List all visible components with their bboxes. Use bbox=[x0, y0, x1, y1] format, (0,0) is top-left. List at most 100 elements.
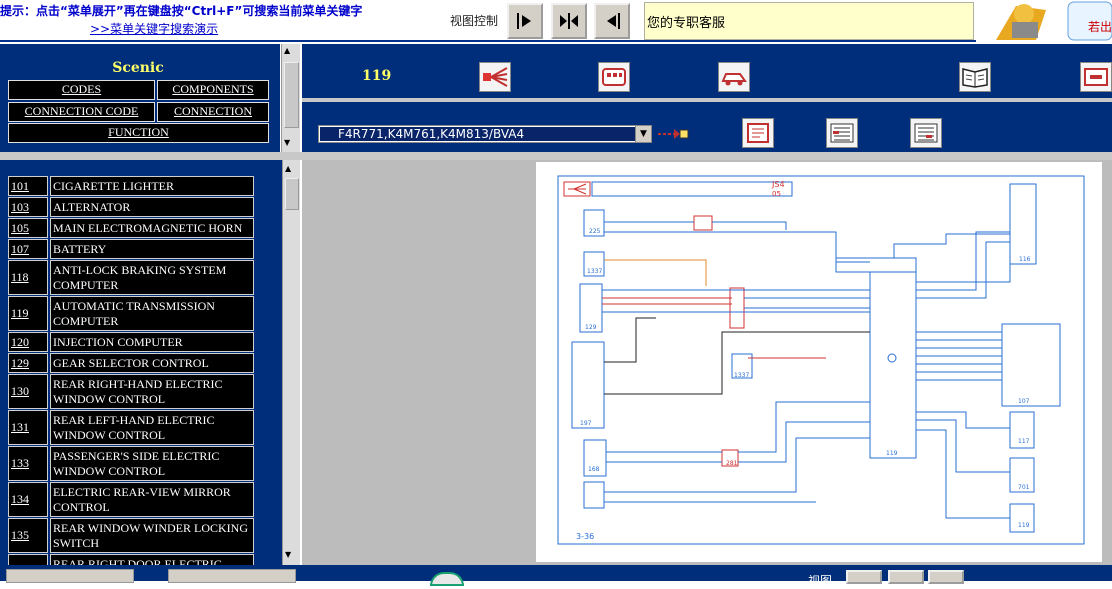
components-button[interactable]: COMPONENTS bbox=[157, 80, 269, 100]
component-label[interactable]: 1337 bbox=[734, 372, 750, 379]
component-name[interactable]: CIGARETTE LIGHTER bbox=[50, 176, 254, 196]
split-arrows-icon bbox=[560, 13, 578, 29]
component-code[interactable]: 119 bbox=[8, 296, 48, 331]
arrow-left-icon bbox=[607, 13, 620, 29]
component-code[interactable]: 120 bbox=[8, 332, 48, 352]
component-label[interactable]: 225 bbox=[589, 228, 601, 235]
component-code[interactable]: 135 bbox=[8, 518, 48, 553]
scroll-up-icon: ▲ bbox=[285, 164, 292, 173]
fuse-button[interactable] bbox=[1080, 62, 1112, 92]
view-split-button[interactable] bbox=[551, 3, 587, 39]
component-code[interactable]: 101 bbox=[8, 176, 48, 196]
print-diagram-button[interactable] bbox=[742, 118, 774, 148]
component-name[interactable]: REAR LEFT-HAND ELECTRIC WINDOW CONTROL bbox=[50, 410, 254, 445]
book-icon bbox=[962, 68, 988, 88]
diagram-sheet-icon bbox=[747, 123, 769, 143]
view-expand-right-button[interactable] bbox=[507, 3, 543, 39]
wiring-diagram-button[interactable] bbox=[479, 62, 511, 92]
connector-icon bbox=[602, 68, 626, 86]
component-label[interactable]: 1337 bbox=[587, 268, 603, 275]
component-label[interactable]: 119 bbox=[1018, 522, 1030, 529]
component-label[interactable]: 197 bbox=[580, 420, 592, 427]
component-code[interactable]: 134 bbox=[8, 482, 48, 517]
component-name[interactable]: INJECTION COMPUTER bbox=[50, 332, 254, 352]
connection-code-button[interactable]: CONNECTION CODE bbox=[8, 102, 155, 122]
component-number: 119 bbox=[362, 68, 392, 84]
component-code[interactable]: 130 bbox=[8, 374, 48, 409]
component-label[interactable]: 129 bbox=[585, 324, 597, 331]
search-hint-text: 提示：点击“菜单展开”再在键盘按“Ctrl+F”可搜索当前菜单关键字 bbox=[0, 4, 363, 18]
vehicle-location-button[interactable] bbox=[718, 62, 750, 92]
component-name[interactable]: AUTOMATIC TRANSMISSION COMPUTER bbox=[50, 296, 254, 331]
component-code[interactable]: 129 bbox=[8, 353, 48, 373]
component-name[interactable]: ANTI-LOCK BRAKING SYSTEM COMPUTER bbox=[50, 260, 254, 295]
manual-book-button[interactable] bbox=[959, 62, 991, 92]
chevron-down-icon[interactable]: ▼ bbox=[635, 126, 651, 142]
model-panel-scrollbar[interactable]: ▲ ▼ bbox=[281, 44, 300, 152]
car-icon bbox=[721, 73, 747, 86]
component-code[interactable]: 105 bbox=[8, 218, 48, 238]
scroll-down-icon: ▼ bbox=[284, 138, 291, 147]
connection-button[interactable]: CONNECTION bbox=[157, 102, 269, 122]
codes-button[interactable]: CODES bbox=[8, 80, 155, 100]
component-name[interactable]: REAR WINDOW WINDER LOCKING SWITCH bbox=[50, 518, 254, 553]
panel-divider[interactable] bbox=[0, 152, 302, 160]
component-name[interactable]: PASSENGER'S SIDE ELECTRIC WINDOW CONTROL bbox=[50, 446, 254, 481]
mascot-logo-icon bbox=[976, 0, 1112, 42]
table-sheet-icon bbox=[914, 123, 938, 143]
component-name[interactable]: BATTERY bbox=[50, 239, 254, 259]
connector-view-button[interactable] bbox=[598, 62, 630, 92]
component-name[interactable]: GEAR SELECTOR CONTROL bbox=[50, 353, 254, 373]
component-label[interactable]: 168 bbox=[588, 466, 600, 473]
component-list-scrollbar[interactable]: ▲ ▼ bbox=[282, 160, 300, 565]
component-name[interactable]: REAR RIGHT-HAND ELECTRIC WINDOW CONTROL bbox=[50, 374, 254, 409]
component-label[interactable]: 116 bbox=[1019, 256, 1031, 263]
component-code[interactable]: 131 bbox=[8, 410, 48, 445]
model-title: Scenic bbox=[112, 60, 164, 76]
component-name[interactable]: MAIN ELECTROMAGNETIC HORN bbox=[50, 218, 254, 238]
wiring-diagram-svg bbox=[557, 175, 1085, 545]
customer-service-box[interactable]: 您的专职客服 bbox=[644, 2, 974, 40]
mascot-logo: 若出 bbox=[976, 0, 1112, 42]
wiring-diagram[interactable]: JS4 05 3-36 225 1337 129 197 1337 168 11… bbox=[536, 162, 1102, 562]
list-view-button[interactable] bbox=[826, 118, 858, 148]
component-code[interactable]: 118 bbox=[8, 260, 48, 295]
component-code[interactable]: 107 bbox=[8, 239, 48, 259]
scroll-thumb[interactable] bbox=[284, 62, 299, 128]
component-label[interactable]: 117 bbox=[1018, 438, 1030, 445]
table-view-button[interactable] bbox=[910, 118, 942, 148]
component-label[interactable]: 281 bbox=[726, 460, 738, 467]
component-code[interactable]: 103 bbox=[8, 197, 48, 217]
engine-select[interactable]: F4R771,K4M761,K4M813/BVA4 ▼ bbox=[318, 125, 652, 143]
logo-text: 若出 bbox=[1088, 20, 1112, 34]
bottom-view-right-button[interactable] bbox=[846, 570, 882, 584]
component-label[interactable]: 701 bbox=[1018, 484, 1030, 491]
component-name[interactable]: ALTERNATOR bbox=[50, 197, 254, 217]
function-button[interactable]: FUNCTION bbox=[8, 123, 269, 143]
go-button[interactable] bbox=[656, 120, 690, 148]
scroll-thumb[interactable] bbox=[285, 178, 299, 210]
component-name[interactable]: ELECTRIC REAR-VIEW MIRROR CONTROL bbox=[50, 482, 254, 517]
bottom-view-split-button[interactable] bbox=[888, 570, 924, 584]
component-label[interactable]: 107 bbox=[1018, 398, 1030, 405]
diagram-page-ref: 3-36 bbox=[576, 532, 595, 541]
component-label[interactable]: 119 bbox=[886, 450, 898, 457]
view-expand-left-button[interactable] bbox=[594, 3, 630, 39]
search-demo-link[interactable]: >>菜单关键字搜索演示 bbox=[90, 22, 219, 36]
component-code[interactable]: 133 bbox=[8, 446, 48, 481]
bottom-view-left-button[interactable] bbox=[928, 570, 964, 584]
scroll-up-icon: ▲ bbox=[284, 46, 291, 55]
